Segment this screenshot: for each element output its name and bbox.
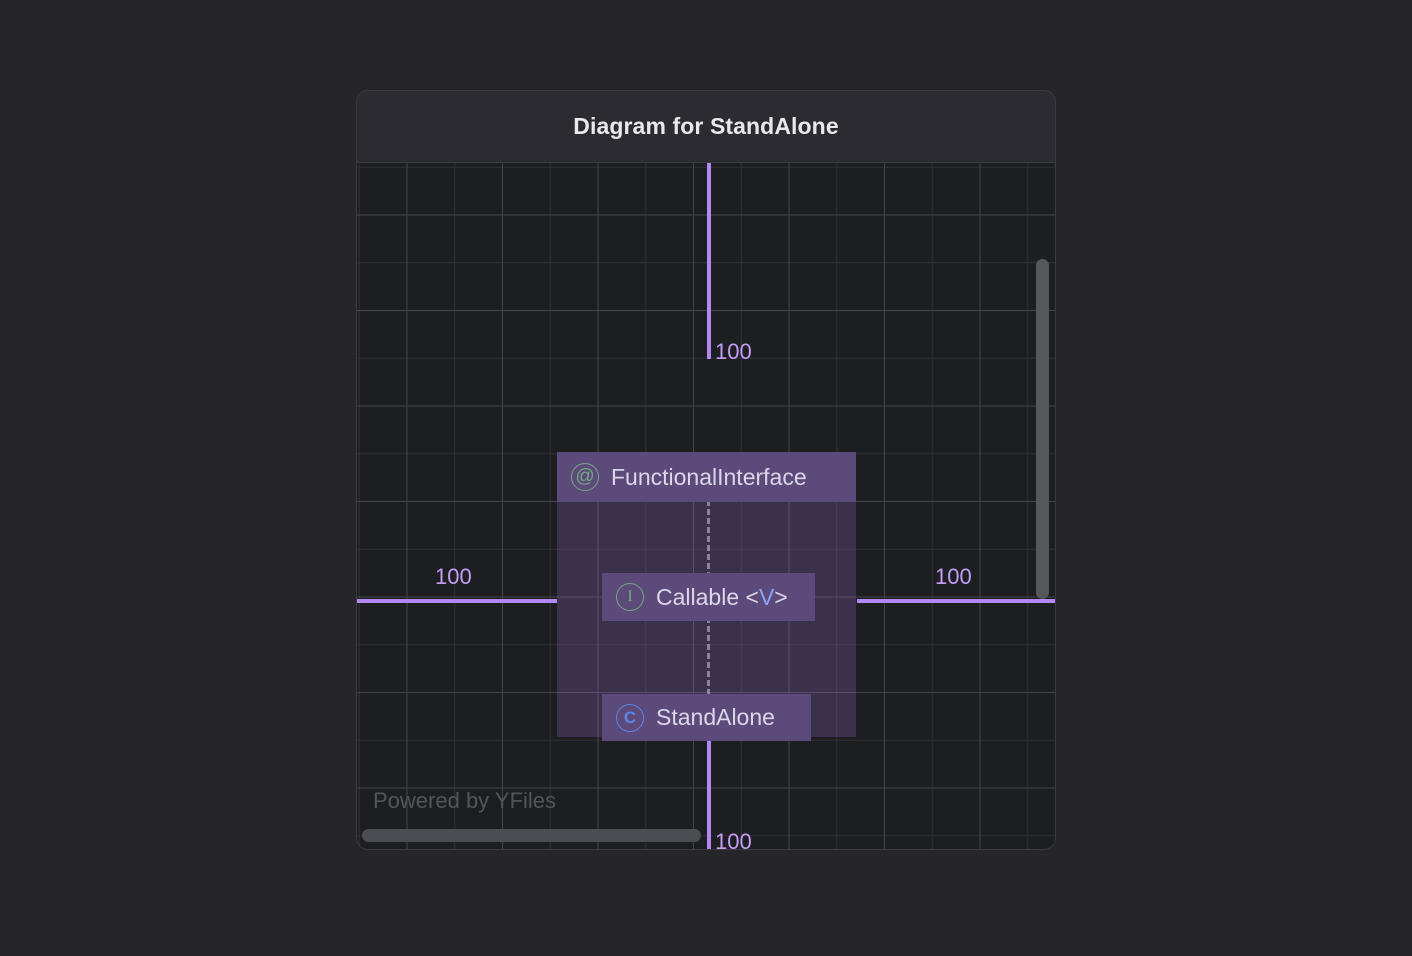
node-standalone[interactable]: C StandAlone bbox=[602, 694, 811, 741]
node-callable[interactable]: I Callable <V> bbox=[602, 573, 815, 621]
interface-icon: I bbox=[616, 583, 644, 611]
ruler-left-horizontal bbox=[357, 599, 557, 603]
page-title: Diagram for StandAlone bbox=[573, 113, 839, 139]
annotation-icon: @ bbox=[571, 463, 599, 491]
ruler-top-vertical bbox=[707, 163, 711, 359]
vertical-scrollbar[interactable] bbox=[1034, 169, 1050, 822]
ruler-right-label: 100 bbox=[935, 564, 972, 589]
ruler-bottom-vertical bbox=[707, 739, 711, 849]
horizontal-scrollbar[interactable] bbox=[362, 828, 1029, 844]
node-label: Callable <V> bbox=[656, 584, 788, 611]
generic-param: V bbox=[758, 583, 775, 610]
node-label-text: Callable bbox=[656, 583, 746, 610]
diagram-card: Diagram for StandAlone 100 100 100 100 @… bbox=[356, 90, 1056, 850]
ruler-left-label: 100 bbox=[435, 564, 472, 589]
card-header: Diagram for StandAlone bbox=[357, 91, 1055, 163]
ruler-right-horizontal bbox=[857, 599, 1055, 603]
ruler-bottom-label: 100 bbox=[715, 829, 752, 850]
diagram-canvas[interactable]: 100 100 100 100 @ FunctionalInterface I … bbox=[357, 163, 1055, 850]
node-label: FunctionalInterface bbox=[611, 463, 807, 490]
node-functional-interface[interactable]: @ FunctionalInterface bbox=[557, 452, 856, 502]
class-icon: C bbox=[616, 703, 644, 732]
generic-close: > bbox=[774, 583, 788, 610]
horizontal-scrollbar-thumb[interactable] bbox=[362, 829, 701, 842]
vertical-scrollbar-thumb[interactable] bbox=[1036, 259, 1049, 599]
node-label: StandAlone bbox=[656, 704, 775, 730]
generic-open: < bbox=[745, 583, 759, 610]
ruler-top-label: 100 bbox=[715, 339, 752, 364]
